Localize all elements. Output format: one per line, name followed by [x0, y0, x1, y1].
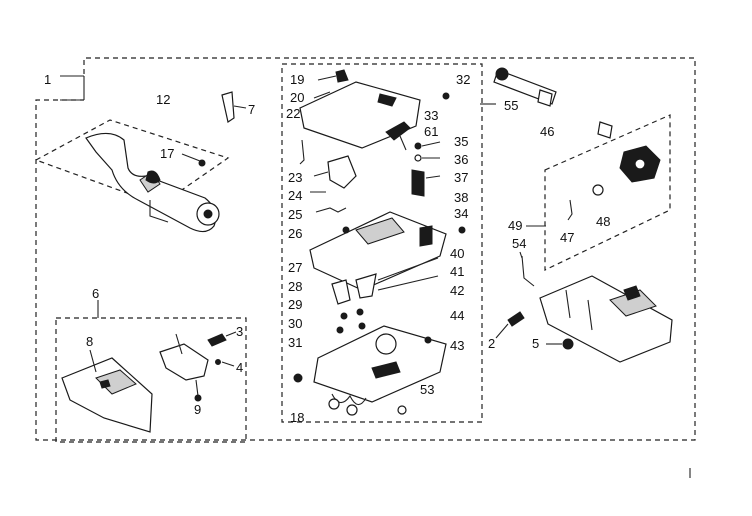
part-35	[414, 142, 422, 150]
part-8-body	[61, 349, 153, 433]
label-19: 19	[290, 72, 304, 87]
label-20: 20	[290, 90, 304, 105]
label-38: 38	[454, 190, 468, 205]
label-35: 35	[454, 134, 468, 149]
part-44	[424, 336, 432, 344]
label-26: 26	[288, 226, 302, 241]
label-47: 47	[560, 230, 574, 245]
label-1-bracket	[60, 75, 85, 101]
label-46: 46	[540, 124, 554, 139]
label-49: 49	[508, 218, 522, 233]
label-6: 6	[92, 286, 99, 301]
part-53	[397, 405, 407, 415]
subassembly-6-box	[55, 317, 247, 443]
label-34: 34	[454, 206, 468, 221]
label-25: 25	[288, 207, 302, 222]
part-9-bracket	[159, 333, 209, 402]
label-8: 8	[86, 334, 93, 349]
top-cover-20	[299, 69, 421, 149]
label-12: 12	[156, 92, 170, 107]
part-40-41	[355, 257, 439, 299]
part-34	[458, 226, 466, 234]
label-36: 36	[454, 152, 468, 167]
shaft-55	[493, 67, 613, 139]
leader-lines	[313, 91, 546, 339]
label-61: 61	[424, 124, 438, 139]
label-9: 9	[194, 402, 201, 417]
base-plate	[313, 325, 447, 416]
part-17-screw	[181, 153, 206, 167]
label-17: 17	[160, 146, 174, 161]
label-30: 30	[288, 316, 302, 331]
label-3: 3	[236, 324, 243, 339]
nozzle-base	[539, 275, 673, 363]
part-47	[567, 199, 573, 221]
part-4	[215, 359, 221, 365]
label-32: 32	[456, 72, 470, 87]
label-27: 27	[288, 260, 302, 275]
label-23: 23	[288, 170, 302, 185]
part-23-bracket	[327, 155, 357, 189]
part-22	[299, 139, 305, 165]
label-42: 42	[450, 283, 464, 298]
gear-assembly	[619, 145, 661, 183]
part-2	[507, 311, 525, 327]
part-48	[592, 184, 604, 196]
label-54: 54	[512, 236, 526, 251]
part-5	[562, 338, 574, 350]
part-18	[293, 373, 303, 383]
label-2: 2	[488, 336, 495, 351]
part-3	[207, 333, 227, 347]
label-7: 7	[248, 102, 255, 117]
label-22: 22	[286, 106, 300, 121]
label-53: 53	[420, 382, 434, 397]
part-7	[221, 91, 235, 123]
handle-assembly-12	[34, 119, 230, 233]
middle-plate	[309, 211, 447, 291]
label-31: 31	[288, 335, 302, 350]
label-43: 43	[450, 338, 464, 353]
lever-33	[385, 121, 411, 151]
label-33: 33	[424, 108, 438, 123]
label-28: 28	[288, 279, 302, 294]
label-18: 18	[290, 410, 304, 425]
label-4: 4	[236, 360, 243, 375]
outer-dashed-frame	[35, 57, 696, 441]
part-25-spring	[315, 207, 347, 213]
center-stack-27-31	[331, 279, 366, 334]
label-1: 1	[44, 72, 51, 87]
label-40: 40	[450, 246, 464, 261]
part-54	[521, 255, 535, 287]
label-55: 55	[504, 98, 518, 113]
part-32	[442, 92, 450, 100]
right-dashed-box	[544, 114, 671, 271]
label-48: 48	[596, 214, 610, 229]
part-36	[414, 154, 422, 162]
label-29: 29	[288, 297, 302, 312]
label-37: 37	[454, 170, 468, 185]
label-41: 41	[450, 264, 464, 279]
label-24: 24	[288, 188, 302, 203]
label-44: 44	[450, 308, 464, 323]
spring-37	[411, 169, 425, 197]
label-5: 5	[532, 336, 539, 351]
center-dashed-box	[281, 63, 483, 423]
